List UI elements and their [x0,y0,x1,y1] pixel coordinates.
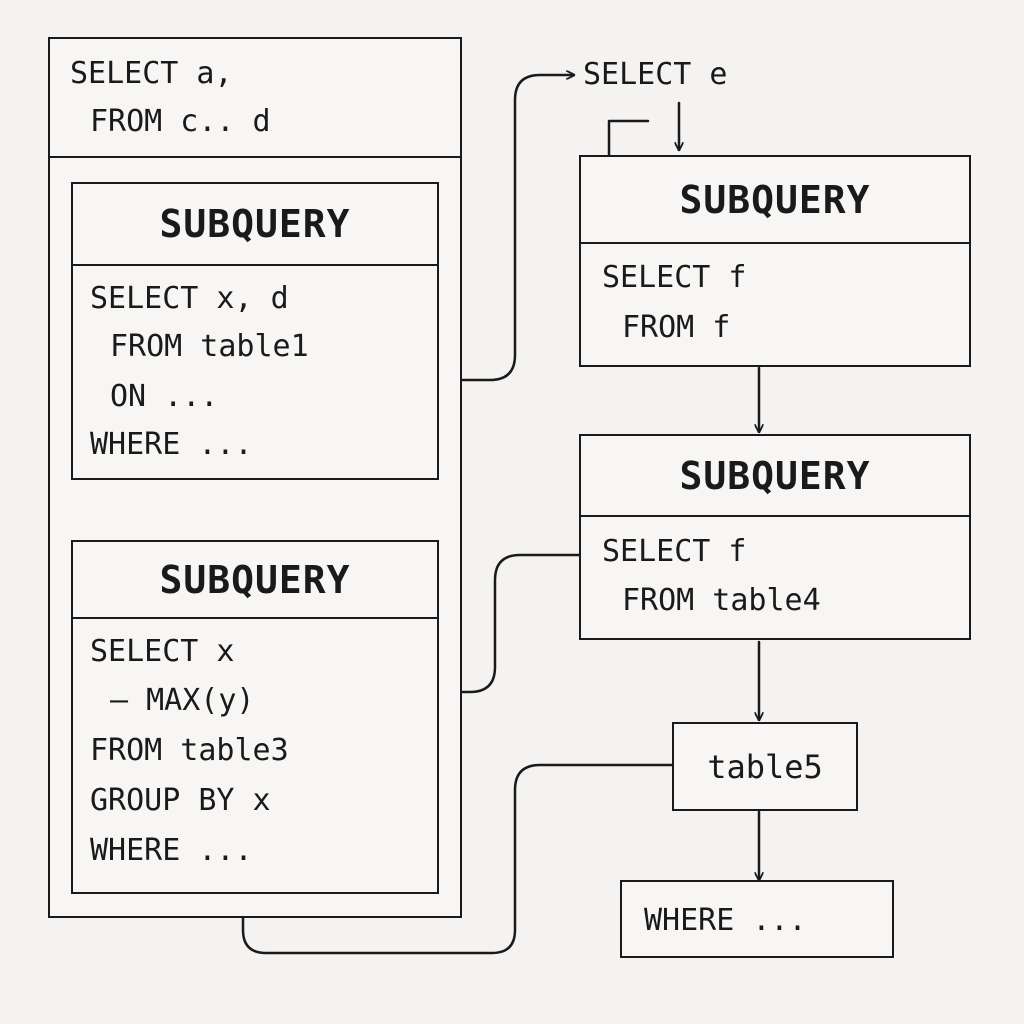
subquery-box-4: SUBQUERY SELECT f FROM table4 [579,434,971,640]
table5-label: table5 [707,747,823,786]
select-e-label: SELECT e [583,57,728,92]
subquery-1-title: SUBQUERY [73,184,437,266]
where-box: WHERE ... [620,880,894,958]
outer-query-line-1: SELECT a, [70,56,233,91]
subquery-box-2: SUBQUERY SELECT x – MAX(y) FROM table3 G… [71,540,439,894]
subquery-1-line-3: ON ... [110,379,219,414]
subquery-4-line-1: SELECT f [602,534,747,569]
subquery-box-3: SUBQUERY SELECT f FROM f [579,155,971,367]
where-label: WHERE ... [644,903,807,938]
subquery-2-line-5: WHERE ... [90,833,253,868]
outer-query-line-2: FROM c.. d [90,104,271,139]
subquery-2-line-2: – MAX(y) [110,683,255,718]
subquery-2-line-4: GROUP BY x [90,783,271,818]
subquery-2-line-3: FROM table3 [90,733,289,768]
subquery-2-title: SUBQUERY [73,542,437,619]
subquery-3-title: SUBQUERY [581,157,969,244]
subquery-1-line-4: WHERE ... [90,427,253,462]
table5-box: table5 [672,722,858,811]
subquery-3-line-1: SELECT f [602,260,747,295]
subquery-1-line-2: FROM table1 [110,329,309,364]
subquery-4-title: SUBQUERY [581,436,969,517]
subquery-3-line-2: FROM f [622,310,731,345]
outer-query-header [50,39,460,158]
subquery-box-1: SUBQUERY SELECT x, d FROM table1 ON ... … [71,182,439,480]
subquery-4-line-2: FROM table4 [622,583,821,618]
subquery-1-line-1: SELECT x, d [90,281,289,316]
subquery-2-line-1: SELECT x [90,634,235,669]
connector-bracket-subquery3 [607,119,650,158]
